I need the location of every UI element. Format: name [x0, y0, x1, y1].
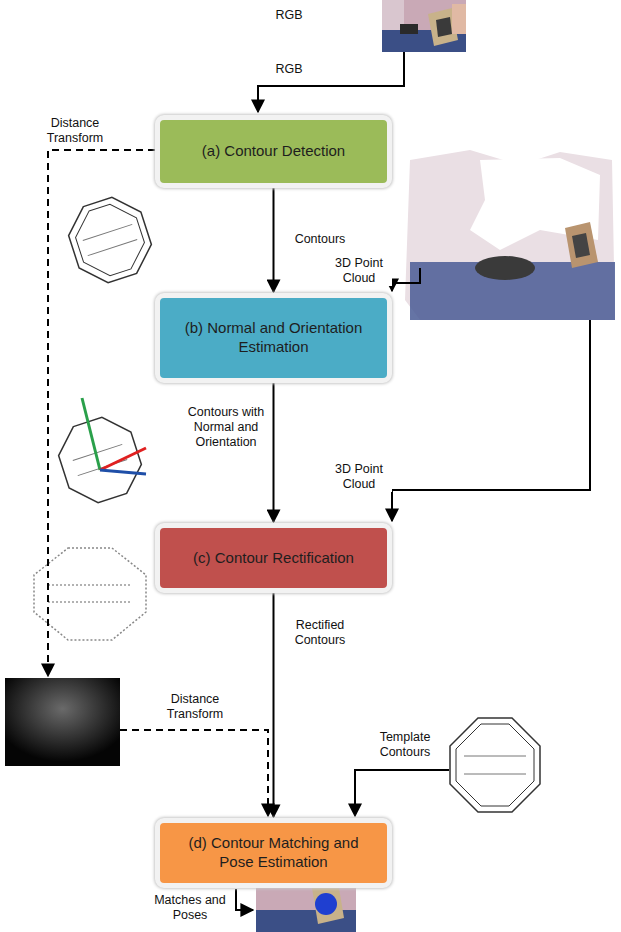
distance-transform-image	[5, 678, 120, 766]
process-box: (c) Contour Rectification	[155, 523, 392, 593]
rgb-image	[382, 0, 466, 52]
process-box: (b) Normal and Orientation Estimation	[155, 293, 392, 383]
point-cloud	[405, 150, 615, 320]
dt-dashed-line	[48, 150, 155, 676]
box-title: (c) Contour Rectification	[193, 549, 354, 568]
process-box: (d) Contour Matching and Pose Estimation	[155, 818, 392, 888]
flow-label: Distance Transform	[150, 692, 240, 722]
cloud-arrow	[392, 268, 420, 291]
box-title: (b) Normal and Orientation Estimation	[172, 319, 375, 357]
output-arrow	[236, 889, 253, 910]
box-title: (a) Contour Detection	[202, 142, 345, 161]
flow-label: Matches and Poses	[146, 893, 234, 923]
flow-label: 3D Point Cloud	[326, 462, 392, 492]
flow-arrow	[273, 593, 275, 817]
cloud-arrow	[392, 320, 590, 521]
stop-template	[450, 718, 540, 812]
dt-dashed-line	[120, 730, 268, 816]
flow-arrow	[273, 188, 275, 292]
flow-arrow	[273, 383, 275, 522]
flow-label: RGB	[262, 62, 316, 77]
flow-label: RGB	[262, 8, 316, 23]
input-arrow	[258, 52, 404, 112]
box-title: (d) Contour Matching and Pose Estimation	[172, 834, 375, 872]
flow-label: Template Contours	[366, 730, 444, 760]
edge-label: Contours	[282, 232, 358, 247]
flow-label: Distance Transform	[30, 116, 120, 146]
flow-label: 3D Point Cloud	[326, 256, 392, 286]
stop-orientation	[51, 398, 148, 510]
process-box: (a) Contour Detection	[155, 115, 392, 188]
stop-rectified	[34, 548, 146, 640]
stop-contour	[61, 190, 158, 290]
template-arrow	[355, 770, 449, 816]
edge-label: Rectified Contours	[282, 618, 358, 648]
edge-label: Contours with Normal and Orientation	[180, 405, 272, 450]
